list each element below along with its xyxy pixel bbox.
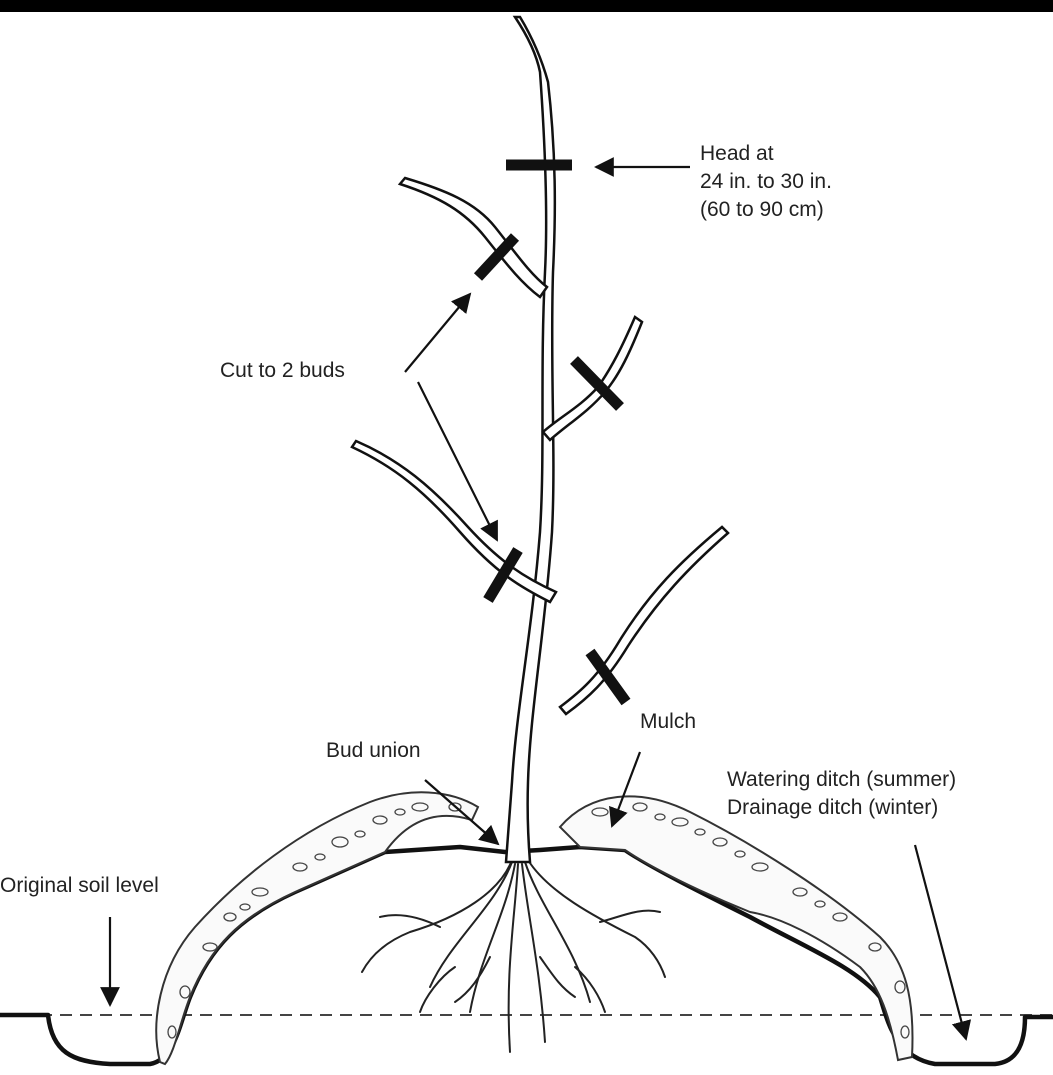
arrow-cut-upper	[404, 292, 472, 373]
label-head-line-3: (60 to 90 cm)	[700, 198, 824, 221]
label-bud-union: Bud union	[326, 739, 421, 762]
label-head-line-2: 24 in. to 30 in.	[700, 170, 832, 193]
arrow-ditch	[913, 844, 972, 1041]
branch-lower-left	[350, 439, 558, 604]
arrow-cut-lower	[417, 381, 498, 542]
label-ditch-line-2: Drainage ditch (winter)	[727, 796, 939, 819]
label-ditch-line-1: Watering ditch (summer)	[727, 768, 957, 791]
leader-arrows	[100, 157, 972, 1041]
roots	[361, 859, 666, 1053]
cut-marks	[473, 159, 631, 706]
cut-mark-lower-left	[483, 547, 523, 603]
label-cut-buds: Cut to 2 buds	[220, 359, 345, 382]
mulch-right	[558, 795, 914, 1062]
branch-upper-left	[397, 176, 549, 299]
label-head-line-1: Head at	[700, 142, 774, 165]
diagram-canvas: Head at 24 in. to 30 in. (60 to 90 cm) C…	[0, 12, 1053, 1075]
mulch-texture	[167, 802, 910, 1039]
mulch-left	[155, 791, 480, 1066]
cut-mark-upper-right	[570, 356, 624, 411]
tree-planting-diagram	[0, 15, 1053, 1067]
cut-mark-lower-right	[585, 648, 631, 706]
branch-lower-right	[558, 525, 730, 716]
label-ditch: Watering ditch (summer) Drainage ditch (…	[727, 766, 956, 822]
label-head-height: Head at 24 in. to 30 in. (60 to 90 cm)	[700, 140, 832, 224]
arrow-mulch	[609, 751, 642, 828]
trunk	[504, 15, 557, 864]
arrow-bud-union	[424, 779, 500, 846]
label-soil-level: Original soil level	[0, 874, 159, 897]
label-mulch: Mulch	[640, 710, 697, 733]
cut-mark-upper-left	[473, 233, 520, 281]
branch-upper-right	[541, 315, 644, 442]
